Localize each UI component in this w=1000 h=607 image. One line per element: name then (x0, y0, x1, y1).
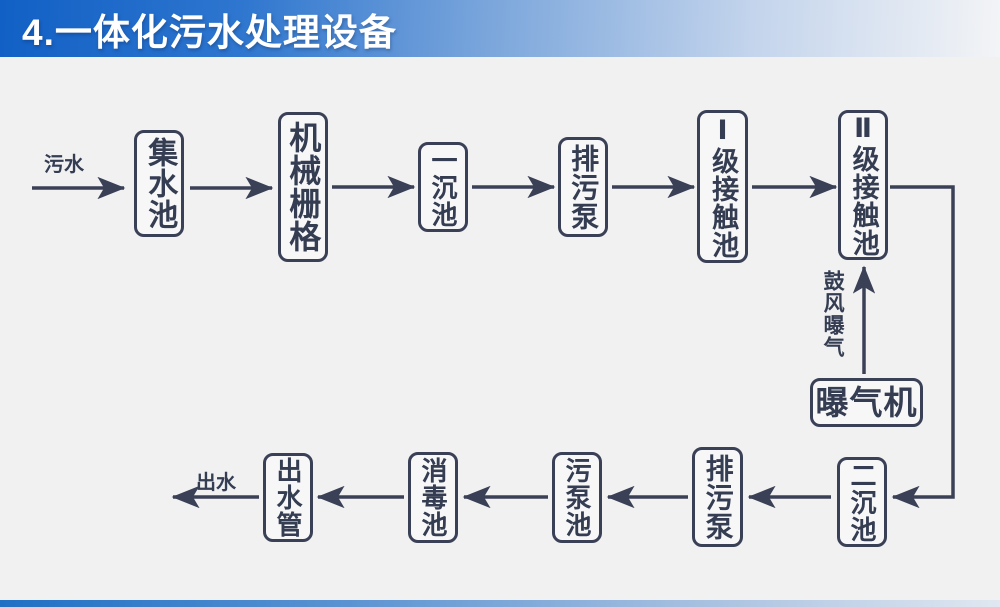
outflow-label: 出水 (196, 472, 236, 494)
flow-node-sewage-pump-top: 排污泵 (558, 137, 608, 237)
flow-node-level2-contact-tank: Ⅱ级接触池 (838, 110, 888, 260)
arrow-level2-to-secondary (890, 185, 955, 509)
flow-node-secondary-sedimentation-tank: 二沉池 (837, 457, 887, 547)
flow-arrows (32, 175, 955, 509)
slide-footer (0, 600, 1000, 607)
inflow-label: 污水 (44, 154, 84, 176)
flow-node-primary-sedimentation-tank: 一沉池 (418, 142, 468, 232)
flow-node-collection-tank: 集水池 (134, 130, 184, 237)
flow-node-sewage-pump-bottom: 排污泵 (692, 447, 743, 547)
flow-node-sludge-pump-tank: 污泵池 (552, 452, 602, 543)
flow-node-mechanical-grid: 机械栅格 (278, 112, 328, 262)
slide-header: 4.一体化污水处理设备 (0, 0, 1000, 57)
flowchart-canvas: 污水 出水 鼓风曝气 集水池 机械栅格 一沉池 排污泵 Ⅰ级接触池 Ⅱ级接触池 … (0, 57, 1000, 600)
page-title: 4.一体化污水处理设备 (22, 11, 397, 53)
flow-node-aerator: 曝气机 (810, 378, 923, 427)
flow-node-outlet-pipe: 出水管 (263, 453, 313, 542)
flow-node-disinfection-tank: 消毒池 (408, 452, 458, 543)
aeration-label: 鼓风曝气 (821, 270, 845, 358)
flow-node-level1-contact-tank: Ⅰ级接触池 (697, 110, 748, 263)
